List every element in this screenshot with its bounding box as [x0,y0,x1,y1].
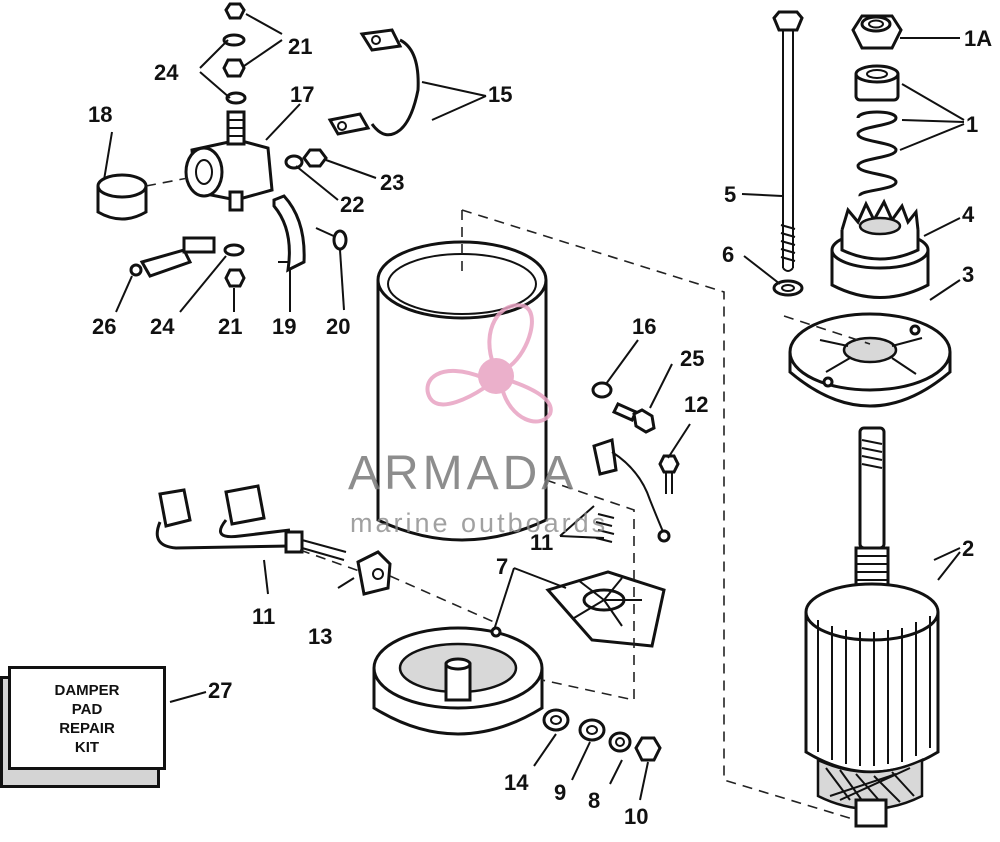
callout-labels: 1A 1 2 3 4 5 6 7 8 9 10 11 11 12 13 14 1… [88,26,992,829]
callout-13: 13 [308,624,332,649]
callout-9: 9 [554,780,566,805]
kit-label-line-1: DAMPER [54,682,120,699]
callout-3: 3 [962,262,974,287]
callout-1a: 1A [964,26,992,51]
callout-21-top: 21 [288,34,312,59]
frame-housing [376,240,548,542]
watermark-brand: ARMADA [348,447,578,500]
part-17-solenoid [184,110,274,212]
callout-23: 23 [380,170,404,195]
part-11-brush-right [592,438,671,543]
kit-label-line-3: REPAIR [59,720,115,737]
part-21-24-top-hardware [222,2,247,105]
callout-16: 16 [632,314,656,339]
part-11-brush-lead-left [155,484,347,561]
part-2-armature [804,426,940,828]
part-21-24-lower-hardware [223,243,246,288]
callout-21-bottom: 21 [218,314,242,339]
callout-7: 7 [496,554,508,579]
callout-10: 10 [624,804,648,829]
repair-kit-label: DAMPER PAD REPAIR KIT [11,681,163,757]
callout-19: 19 [272,314,296,339]
watermark-tagline: marine outboards [350,508,609,538]
callout-15: 15 [488,82,512,107]
callout-20: 20 [326,314,350,339]
callout-24-top: 24 [154,60,179,85]
part-15-cable [327,28,420,137]
part-20-screw [315,227,348,251]
kit-label-line-2: PAD [71,701,103,718]
callout-18: 18 [88,102,112,127]
callout-14: 14 [504,770,529,795]
commutator-end-cap [372,626,544,736]
callout-26: 26 [92,314,116,339]
kit-label-line-4: KIT [74,739,100,756]
leader-lines [103,13,965,801]
callout-6: 6 [722,242,734,267]
part-1-spacer-spring [854,64,900,198]
callout-17: 17 [290,82,314,107]
callout-24-bottom: 24 [150,314,175,339]
part-12-screw [658,454,680,494]
part-4-drive-pinion [830,198,930,299]
part-14-9-8-10-hardware [542,708,662,762]
callout-8: 8 [588,788,600,813]
part-16-washer [591,381,613,399]
callout-25: 25 [680,346,704,371]
part-5-through-bolt [772,10,804,272]
callout-11-right: 11 [530,530,553,555]
part-13-terminal-clip [356,550,392,596]
callout-11-left: 11 [252,604,275,629]
part-1a-nut [851,14,903,50]
callout-22: 22 [340,192,364,217]
callout-5: 5 [724,182,736,207]
part-26-stud [129,236,216,278]
part-18-ring [96,173,148,221]
damper-pad-repair-kit-box: DAMPER PAD REPAIR KIT [8,666,166,770]
part-7-brush-holder [545,570,666,648]
part-19-strap [272,194,306,273]
callout-4: 4 [962,202,975,227]
armada-propeller-logo [425,303,553,424]
callout-12: 12 [684,392,708,417]
part-25-screw [611,402,656,434]
assembly-guide-lines [145,177,871,821]
part-22-23-hardware [284,148,328,170]
part-6-washer [772,279,804,297]
callout-1: 1 [966,112,978,137]
callout-2: 2 [962,536,974,561]
callout-27: 27 [208,678,232,703]
part-3-drive-end-cap [788,312,952,408]
